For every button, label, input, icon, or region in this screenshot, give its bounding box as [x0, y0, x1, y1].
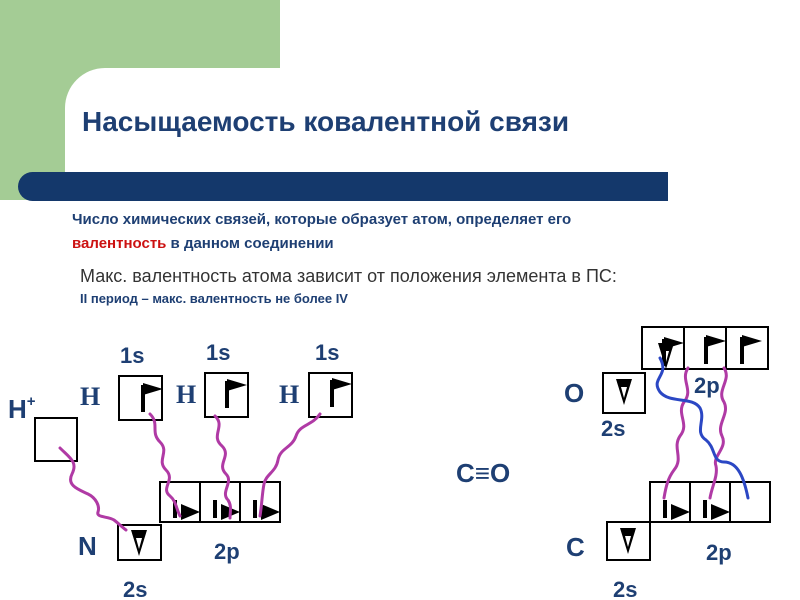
co-pi-dative-wave	[655, 356, 750, 500]
n-2s-label: 2s	[123, 577, 147, 600]
o-2s-label: 2s	[601, 416, 625, 441]
text-line-2: валентность в данном соединении	[72, 235, 334, 252]
c-2p-orbital-1	[649, 481, 691, 523]
h-symbol-1: H	[80, 382, 100, 411]
h-symbol-2: H	[176, 380, 196, 409]
h-symbol-3: H	[279, 380, 299, 409]
c-atom-label: C	[566, 532, 585, 562]
o-2p-label: 2p	[694, 373, 720, 398]
h-ion-label: H+	[8, 393, 36, 424]
co-formula: C≡O	[456, 458, 510, 488]
co-sigma-wave-1	[662, 366, 690, 500]
o-2p-orbital-3	[725, 326, 769, 370]
n-atom-label: N	[78, 531, 97, 561]
title-underline-bar	[18, 172, 668, 201]
bond-wave-h2	[213, 414, 232, 520]
c-2p-label: 2p	[706, 540, 732, 565]
page-title: Насыщаемость ковалентной связи	[82, 106, 570, 137]
bond-wave-h3	[258, 412, 322, 518]
text-line-3: Макс. валентность атома зависит от полож…	[80, 266, 617, 286]
h1-1s-label: 1s	[120, 343, 144, 368]
bond-wave-h-ion	[58, 446, 128, 532]
o-atom-label: O	[564, 378, 584, 408]
h1-1s-orbital	[118, 375, 163, 421]
text-line-1: Число химических связей, которые образуе…	[72, 211, 572, 228]
c-2s-label: 2s	[613, 577, 637, 600]
valence-term: валентность	[72, 235, 167, 252]
text-line-4: II период – макс. валентность не более I…	[80, 291, 348, 306]
bond-wave-h1	[148, 412, 182, 518]
h-ion-empty-orbital	[34, 417, 78, 462]
text-line-2-rest: в данном соединении	[166, 235, 334, 252]
c-2p-orbital-3	[729, 481, 771, 523]
n-2p-orbital-2	[199, 481, 241, 523]
h2-1s-label: 1s	[206, 340, 230, 365]
h3-1s-label: 1s	[315, 340, 339, 365]
c-2p-orbital-2	[689, 481, 731, 523]
co-sigma-wave-2	[708, 366, 728, 500]
n-2p-label: 2p	[214, 539, 240, 564]
